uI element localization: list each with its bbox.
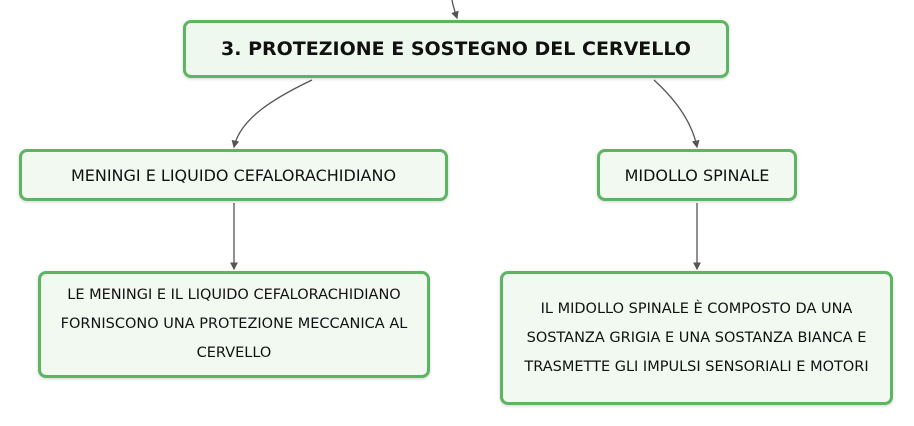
detail-node-midollo-spinale[interactable]: IL MIDOLLO SPINALE È COMPOSTO DA UNA SOS… xyxy=(500,271,893,405)
connector-incoming-root xyxy=(451,0,459,20)
connector-root-to-meningi xyxy=(231,79,313,149)
detail-node-meningi[interactable]: LE MENINGI E IL LIQUIDO CEFALORACHIDIANO… xyxy=(38,271,430,378)
branch-node-meningi-label: MENINGI E LIQUIDO CEFALORACHIDIANO xyxy=(70,165,397,185)
branch-node-midollo-spinale[interactable]: MIDOLLO SPINALE xyxy=(597,149,797,201)
root-node[interactable]: 3. PROTEZIONE E SOSTEGNO DEL CERVELLO xyxy=(183,20,729,78)
connector-root-to-midollo xyxy=(653,79,700,149)
detail-node-meningi-text: LE MENINGI E IL LIQUIDO CEFALORACHIDIANO… xyxy=(60,287,408,361)
branch-node-meningi[interactable]: MENINGI E LIQUIDO CEFALORACHIDIANO xyxy=(19,149,448,201)
detail-node-midollo-spinale-text: IL MIDOLLO SPINALE È COMPOSTO DA UNA SOS… xyxy=(524,300,869,375)
branch-node-midollo-spinale-label: MIDOLLO SPINALE xyxy=(624,165,770,185)
root-node-label: 3. PROTEZIONE E SOSTEGNO DEL CERVELLO xyxy=(221,38,691,60)
